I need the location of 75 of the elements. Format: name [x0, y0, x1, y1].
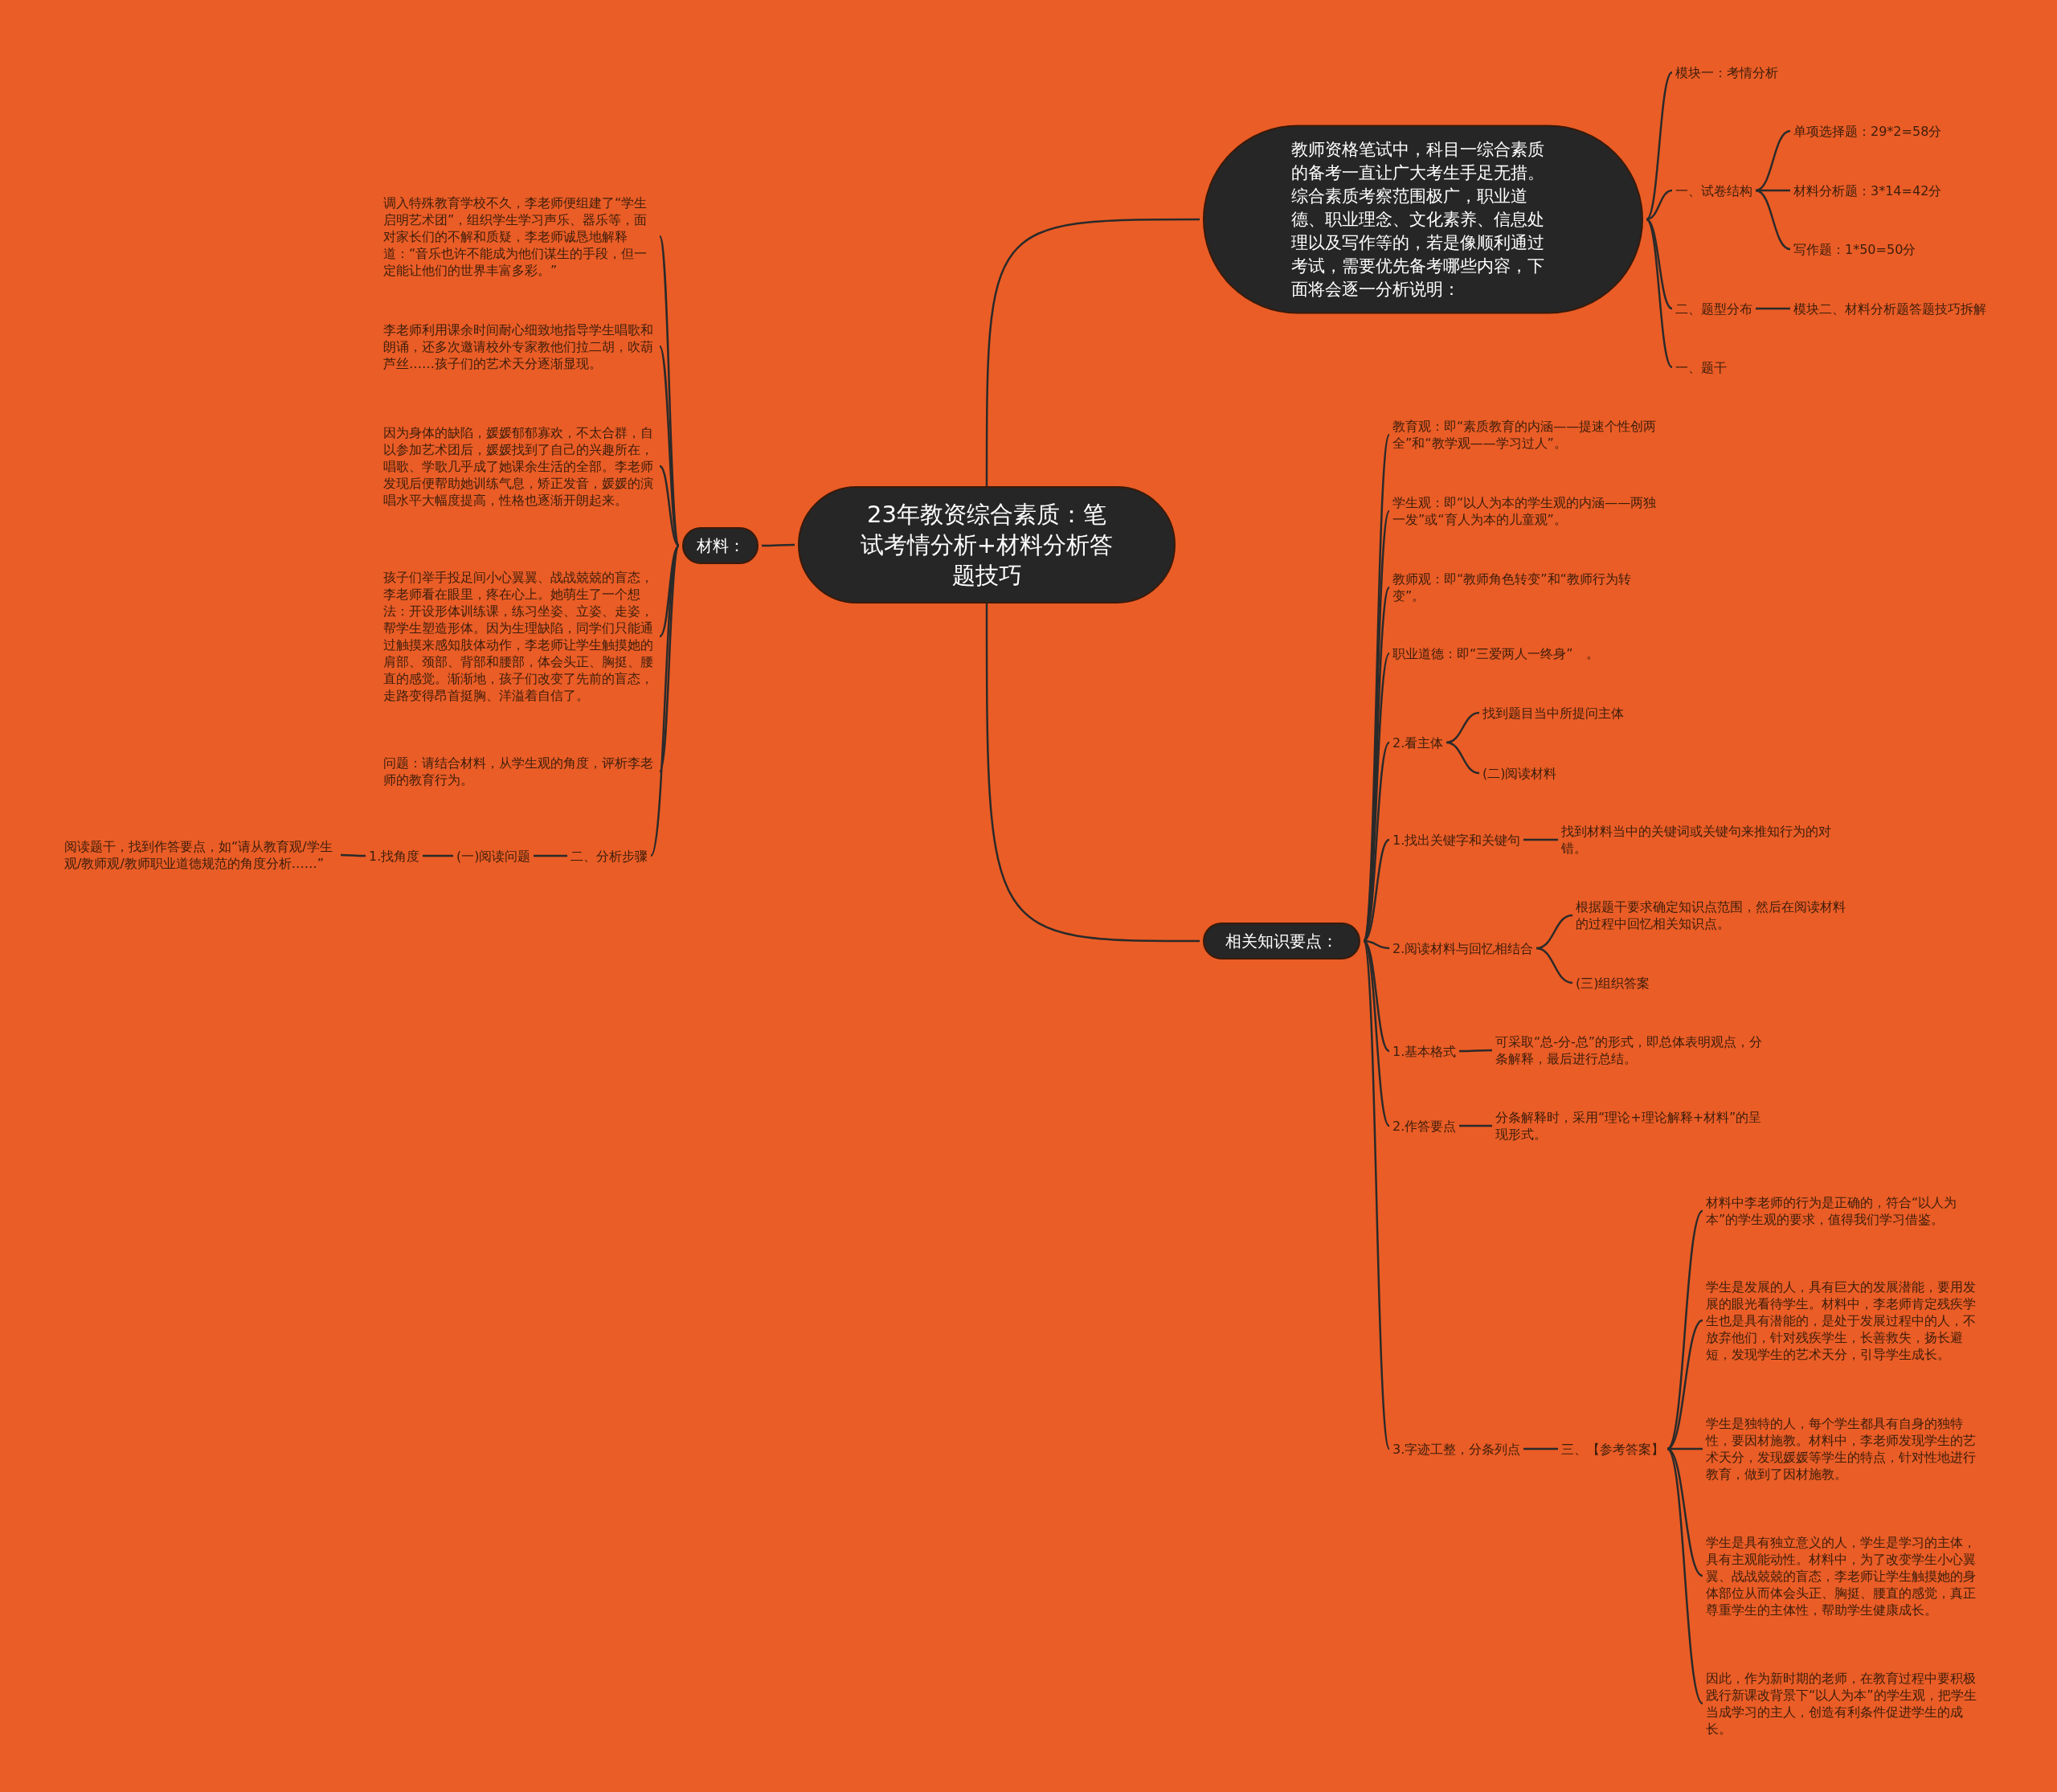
- topic-label: 1.找角度: [369, 847, 420, 865]
- topic-label: (一)阅读问题: [456, 847, 531, 865]
- topic-bubble: 相关知识要点：: [1203, 923, 1360, 959]
- topic-label: 模块二、材料分析题答题技巧拆解: [1793, 300, 1986, 317]
- topic-label: 2.阅读材料与回忆相结合: [1392, 939, 1534, 957]
- topic-label: 问题：请结合材料，从学生观的角度，评析李老师的教育行为。: [383, 755, 656, 788]
- topic-label: 学生观：即“以人为本的学生观的内涵——两独一发”或“育人为本的儿童观”。: [1392, 494, 1658, 528]
- topic-label: 教育观：即“素质教育的内涵——提速个性创两全”和“教学观——学习过人”。: [1392, 418, 1658, 452]
- connector-line: [985, 603, 1200, 943]
- topic-label: 1.基本格式: [1392, 1042, 1457, 1060]
- connector-line: [985, 218, 1200, 486]
- topic-bubble: 材料：: [682, 527, 759, 564]
- topic-label: 1.找出关键字和关键句: [1392, 831, 1521, 849]
- connector-line: [1755, 129, 1791, 192]
- topic-label: 分条解释时，采用“理论+理论解释+材料”的呈现形式。: [1495, 1109, 1769, 1143]
- connector-line: [1446, 741, 1480, 775]
- connector-line: [534, 854, 567, 857]
- topic-label: 材料中李老师的行为是正确的，符合“以人为本”的学生观的要求，值得我们学习借鉴。: [1706, 1194, 1983, 1228]
- connector-line: [649, 545, 681, 857]
- topic-label: 学生是发展的人，具有巨大的发展潜能，要用发展的眼光看待学生。材料中，李老师肯定残疾学生也是具有潜能的，是处于发展过程中的人，不放弃他们，针对残疾学生，长善救失，扬长避短，发现学生的艺术天分，引导学生成长。: [1706, 1278, 1983, 1363]
- topic-label: 三、【参考答案】: [1561, 1440, 1664, 1458]
- connector-line: [659, 545, 680, 637]
- topic-label: 二、题型分布: [1675, 300, 1752, 317]
- topic-bubble: 教师资格笔试中，科目一综合素质的备考一直让广大考生手足无措。综合素质考察范围极广，职业道德、职业理念、文化素养、信息处理以及写作等的，若是像顺利通过考试，需要优先备考哪些内容，下面将会逐一分析说明：: [1203, 125, 1643, 314]
- topic-label: 学生是具有独立意义的人，学生是学习的主体，具有主观能动性。材料中，为了改变学生小心翼翼、战战兢兢的盲态，李老师让学生触摸她的身体部位从而体会头正、胸挺、腰直的感觉，真正尊重学生的主体性，帮助学生健康成长。: [1706, 1533, 1983, 1618]
- connector-line: [1523, 838, 1558, 841]
- central-topic: 23年教资综合素质：笔试考情分析+材料分析答题技巧: [798, 486, 1176, 603]
- connector-line: [1646, 189, 1673, 221]
- connector-line: [1666, 1448, 1703, 1704]
- topic-label: 根据题干要求确定知识点范围，然后在阅读材料的过程中回忆相关知识点。: [1576, 898, 1849, 932]
- topic-label: 模块一：考情分析: [1675, 63, 1778, 81]
- connector-line: [1755, 189, 1791, 251]
- connector-line: [658, 346, 681, 546]
- topic-label: 找到材料当中的关键词或关键句来推知行为的对错。: [1561, 823, 1834, 857]
- topic-label: 单项选择题：29*2=58分: [1793, 122, 1942, 140]
- connector-line: [1646, 72, 1673, 220]
- topic-label: 因此，作为新时期的老师，在教育过程中要积极践行新课改背景下“以人为本”的学生观，把学生当成学习的主人，创造有利条件促进学生的成长。: [1706, 1670, 1983, 1737]
- connector-line: [1362, 940, 1391, 1450]
- connector-line: [1446, 711, 1480, 744]
- topic-label: 孩子们举手投足间小心翼翼、战战兢兢的盲态，李老师看在眼里，疼在心上。她萌生了一个想法：开设形体训练课，练习坐姿、立姿、走姿，帮学生塑造形体。因为生理缺陷，同学们只能通过触摸来感知肢体动作，李老师让学生触摸她的肩部、颈部、背部和腰部，体会头正、胸挺、腰直的感觉。渐渐地，孩子们改变了先前的盲态，走路变得昂首挺胸、洋溢着自信了。: [383, 569, 656, 704]
- connector-line: [1666, 1447, 1703, 1577]
- connector-line: [1667, 1447, 1703, 1450]
- connector-line: [1646, 219, 1673, 368]
- connector-line: [1363, 940, 1390, 1127]
- connector-line: [341, 853, 366, 857]
- connector-line: [1536, 914, 1573, 950]
- connector-line: [1666, 1319, 1703, 1450]
- topic-label: 调入特殊教育学校不久，李老师便组建了“学生启明艺术团”，组织学生学习声乐、器乐等，面对家长们的不解和质疑，李老师诚恳地解释道：“音乐也许不能成为他们谋生的手段，但一定能让他们的世界丰富多彩。”: [383, 194, 656, 279]
- topic-label: 职业道德：即“三爱两人一终身” 。: [1392, 644, 1666, 662]
- connector-line: [1459, 1124, 1492, 1127]
- topic-label: 一、试卷结构: [1675, 182, 1752, 199]
- topic-label: 阅读题干，找到作答要点，如“请从教育观/学生观/教师观/教师职业道德规范的角度分析……”: [64, 838, 337, 872]
- topic-label: (三)组织答案: [1576, 974, 1650, 992]
- topic-label: (二)阅读材料: [1482, 764, 1557, 782]
- topic-label: 写作题：1*50=50分: [1793, 240, 1916, 258]
- topic-label: 一、题干: [1675, 358, 1727, 376]
- topic-label: 2.看主体: [1392, 734, 1444, 751]
- connector-line: [1523, 1447, 1558, 1450]
- connector-line: [762, 543, 795, 547]
- topic-label: 李老师利用课余时间耐心细致地指导学生唱歌和朗诵，还多次邀请校外专家教他们拉二胡，吹葫芦丝……孩子们的艺术天分逐渐显现。: [383, 321, 656, 372]
- topic-label: 二、分析步骤: [570, 847, 648, 865]
- connector-line: [1666, 1210, 1703, 1450]
- topic-label: 3.字迹工整，分条列点: [1392, 1440, 1521, 1458]
- topic-label: 材料分析题：3*14=42分: [1793, 182, 1942, 199]
- topic-label: 学生是独特的人，每个学生都具有自身的独特性，要因材施教。材料中，李老师发现学生的艺术天分，发现媛媛等学生的特点，针对性地进行教育，做到了因材施教。: [1706, 1415, 1983, 1483]
- topic-label: 教师观：即“教师角色转变”和“教师行为转变”。: [1392, 571, 1658, 604]
- topic-label: 因为身体的缺陷，媛媛郁郁寡欢，不太合群，自以参加艺术团后，媛媛找到了自己的兴趣所在，唱歌、学歌几乎成了她课余生活的全部。李老师发现后便帮助她训练气息，矫正发音，媛媛的演唱水平大幅度提高，性格也逐渐开朗起来。: [383, 423, 656, 509]
- connector-line: [423, 854, 453, 857]
- topic-label: 可采取“总-分-总”的形式，即总体表明观点，分条解释，最后进行总结。: [1495, 1033, 1769, 1067]
- connector-line: [1536, 947, 1573, 984]
- connector-line: [1459, 1049, 1492, 1053]
- topic-label: 找到题目当中所提问主体: [1482, 704, 1624, 722]
- topic-label: 2.作答要点: [1392, 1117, 1457, 1135]
- connector-line: [659, 464, 680, 547]
- connector-line: [1756, 307, 1790, 310]
